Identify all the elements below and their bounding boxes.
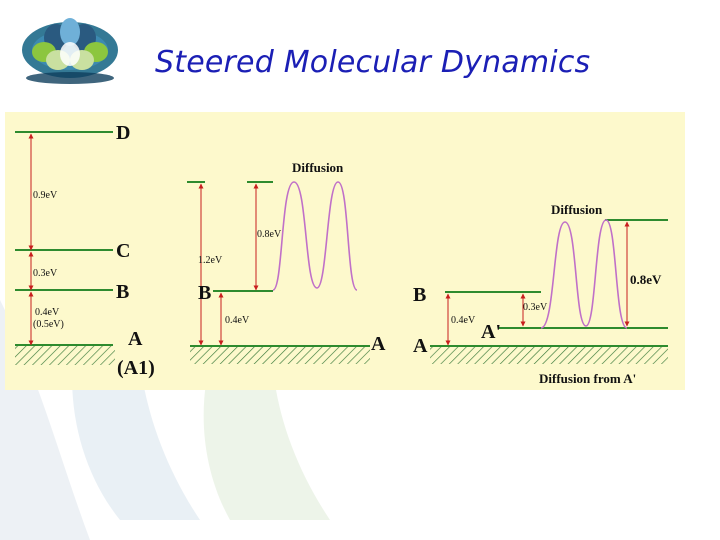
energy-label-0-3ev: 0.3eV (523, 302, 548, 313)
diffusion-wave (272, 181, 358, 291)
label-level-a: A (413, 335, 428, 357)
energy-label-0-9ev: 0.9eV (33, 190, 58, 201)
diffusion-label: Diffusion (551, 202, 603, 217)
energy-label-0-8ev: 0.8eV (630, 272, 662, 287)
energy-label-0-4ev: 0.4eV (451, 315, 476, 326)
energy-label-1-2ev: 1.2eV (198, 255, 223, 266)
diffusion-label: Diffusion (292, 160, 344, 175)
slide-title: Steered Molecular Dynamics (155, 45, 591, 80)
panel-2-diffusion: Diffusion 1.2eV 0.8eV B 0.4eV A (187, 160, 386, 364)
energy-label-0-4ev: 0.4eV (35, 307, 60, 318)
footer-diffusion-from-a-prime: Diffusion from A' (539, 371, 636, 386)
panel-1-ground-hatch (15, 345, 115, 365)
panel-2-ground-hatch (190, 346, 370, 364)
energy-label-0-4ev: 0.4eV (225, 315, 250, 326)
energy-label-0-3ev: 0.3eV (33, 268, 58, 279)
label-level-a1: (A1) (117, 357, 155, 379)
panel-3-diffusion-from-a-prime: B A 0.4eV A' 0.3eV Diffusion 0.8eV Diffu… (413, 202, 668, 386)
label-level-b: B (116, 281, 129, 303)
label-level-b: B (198, 282, 211, 304)
energy-label-0-8ev: 0.8eV (257, 229, 282, 240)
label-level-b: B (413, 284, 426, 306)
logo-icon (22, 18, 118, 84)
energy-label-0-5ev: (0.5eV) (33, 319, 64, 330)
label-level-a: A (128, 328, 143, 350)
label-level-d: D (116, 122, 130, 144)
label-level-c: C (116, 240, 130, 262)
diagram-panel-background (5, 112, 685, 390)
panel-1-levels: D C B A (A1) 0.9eV 0.3eV 0.4eV (0.5eV) (15, 122, 155, 379)
energy-level-diagram: D C B A (A1) 0.9eV 0.3eV 0.4eV (0.5eV) D… (5, 112, 685, 390)
label-level-a: A (371, 333, 386, 355)
label-level-a-prime: A' (481, 321, 501, 343)
panel-3-ground-hatch (430, 346, 668, 364)
diffusion-wave (540, 219, 628, 329)
